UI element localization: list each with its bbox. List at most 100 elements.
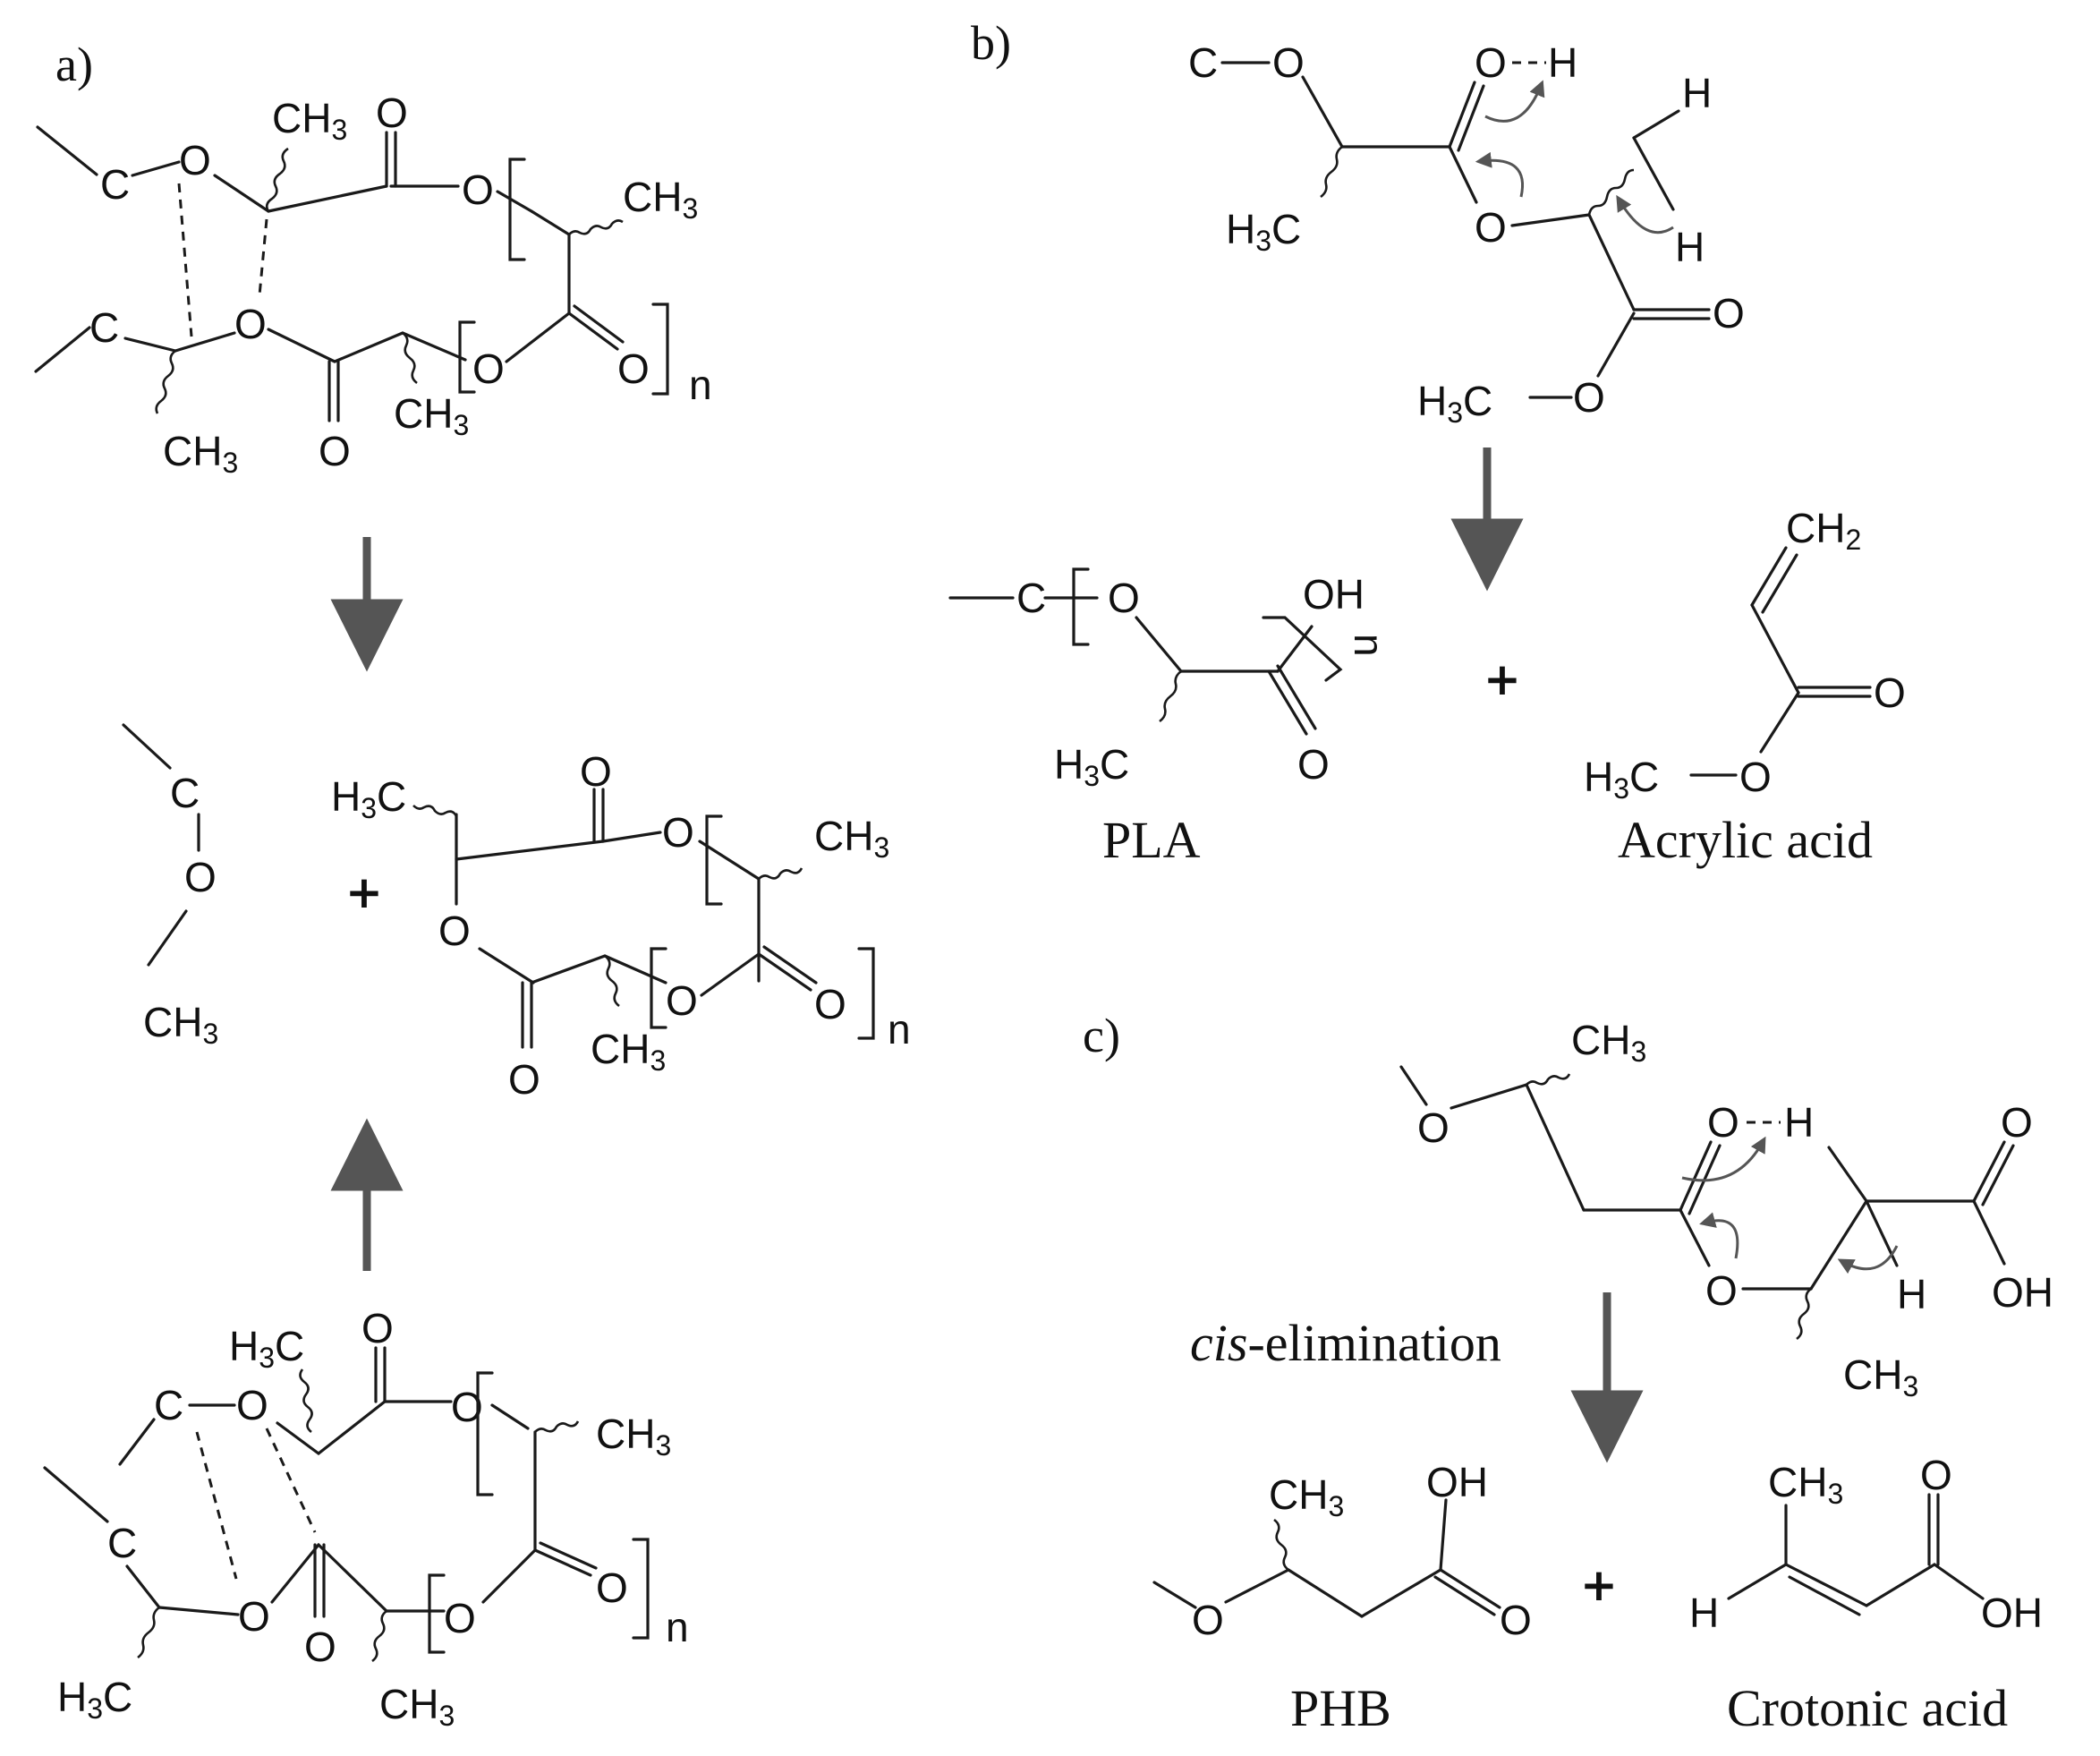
subscript-n: n [689,362,712,408]
atom-o: O [1192,1597,1224,1643]
group-ch3: CH3 [143,999,218,1050]
atom-c: C [89,304,119,351]
atom-h: H [1784,1099,1814,1146]
atom-o: O [1707,1099,1739,1146]
panel-c-product-phb: O CH3 OH O PHB [1152,1459,1532,1737]
plus-sign: + [1580,1559,1618,1611]
panel-label-c: c) [1083,1009,1120,1062]
atom-o: O [376,90,408,136]
atom-h: H [1548,39,1577,86]
group-ch3: CH3 [1843,1351,1918,1402]
atom-o: O [2001,1099,2033,1146]
atom-o: O [1920,1452,1952,1498]
label-crotonic-acid: Crotonic acid [1727,1679,2008,1737]
atom-o: O [580,748,612,795]
plus-sign: + [345,866,383,918]
group-h3c: H3C [1054,741,1129,792]
label-acrylic-acid: Acrylic acid [1618,811,1873,869]
group-ch3: CH3 [814,813,889,864]
group-ch3: CH3 [163,428,238,479]
atom-o: O [1475,204,1507,251]
atom-o: O [1297,741,1330,788]
label-pla: PLA [1102,811,1201,869]
atom-o: O [1705,1267,1738,1314]
plus-sign: + [1484,653,1521,705]
atom-o: O [1475,39,1507,86]
subscript-n: n [666,1604,689,1650]
electron-arrow [1699,1212,1739,1259]
panel-a-product-lactide: H3C O O O CH3 O CH3 O O n [331,748,911,1103]
atom-o: O [319,428,351,474]
group-ch3: CH3 [1269,1471,1344,1522]
atom-h: H [1897,1271,1926,1317]
label-phb: PHB [1290,1679,1391,1737]
atom-o: O [508,1056,540,1103]
atom-o: O [596,1564,628,1611]
panel-label-b: b) [971,16,1011,70]
atom-o: O [662,809,694,856]
atom-o: O [179,137,211,183]
panel-b-reactant: C O H3C O H O H H O O H3C [1188,39,1745,429]
group-h3c: H3C [331,773,406,824]
panel-a-product-ether: C O CH3 [122,723,218,1050]
atom-o: O [361,1305,394,1351]
atom-o: O [238,1593,270,1640]
panel-c-product-crotonic: CH3 H O OH Crotonic acid [1689,1452,2043,1737]
panel-c-reactant: O CH3 O H O CH3 H O OH [1399,1017,2053,1402]
atom-h: H [1689,1590,1719,1636]
subscript-n: n [1346,634,1392,657]
atom-o: O [438,908,471,954]
atom-c: C [1188,39,1218,86]
group-ch3: CH3 [623,174,698,225]
label-cis-elimination: cis-elimination [1190,1314,1501,1372]
panel-a-reactant-top: C O CH3 O O CH3 C CH3 O O CH3 O [34,90,712,479]
group-h3c: H3C [1584,754,1659,805]
electron-arrow [1475,151,1524,198]
panel-label-a: a) [55,38,93,91]
atom-o: O [1417,1104,1450,1151]
group-h3c: H3C [1417,378,1492,429]
group-oh: OH [1992,1269,2053,1316]
atom-c: C [170,770,200,816]
atom-o: O [236,1382,268,1428]
atom-o: O [1713,290,1745,337]
group-oh: OH [1426,1459,1488,1505]
group-h3c: H3C [57,1674,132,1725]
atom-o: O [1739,754,1772,800]
subscript-n: n [888,1006,911,1053]
atom-o: O [617,345,650,392]
group-h3c: H3C [1226,206,1301,257]
group-ch3: CH3 [1768,1459,1843,1510]
group-ch2: CH2 [1786,505,1861,556]
electron-arrow [1616,194,1674,234]
atom-o: O [304,1624,336,1670]
electron-arrow [1681,1136,1766,1182]
atom-o: O [184,854,217,900]
group-ch3: CH3 [1571,1017,1646,1068]
atom-c: C [107,1520,137,1566]
atom-c: C [1016,575,1046,621]
panel-b-product-acrylic: CH2 O O H3C Acrylic acid [1584,505,1906,869]
group-ch3: CH3 [591,1026,666,1077]
group-ch3: CH3 [379,1681,455,1732]
atom-h: H [1675,224,1705,270]
atom-o: O [1874,669,1906,716]
group-ch3: CH3 [596,1411,671,1462]
atom-o: O [1573,374,1605,421]
group-ch3: CH3 [272,95,347,146]
group-oh: OH [1303,571,1365,618]
atom-c: C [154,1382,183,1428]
group-oh: OH [1981,1590,2043,1636]
atom-c: C [100,161,130,208]
atom-o: O [444,1595,476,1641]
atom-o: O [472,345,505,392]
atom-o: O [462,166,494,213]
atom-o: O [1500,1597,1532,1643]
atom-o: O [1272,39,1305,86]
group-h3c: H3C [229,1323,304,1374]
electron-arrow [1837,1245,1899,1274]
atom-o: O [1108,575,1140,621]
panel-a-reactant-bottom: C O H3C O O CH3 C H3C O O CH3 O [43,1305,689,1732]
